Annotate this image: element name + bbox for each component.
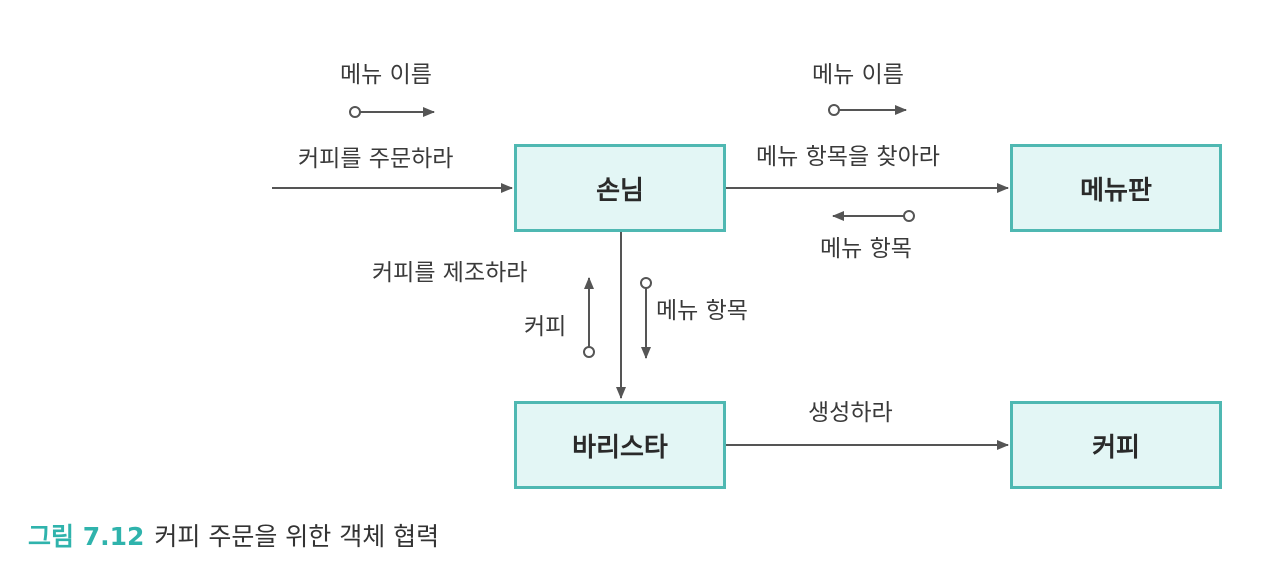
customer-box: 손님 (514, 144, 726, 232)
order-coffee-label: 커피를 주문하라 (298, 146, 454, 172)
menu-item-param-arrow (640, 277, 652, 359)
customer-label: 손님 (596, 175, 644, 206)
menu-name-param-arrow-1 (349, 106, 435, 118)
create-label: 생성하라 (808, 400, 893, 426)
figure-title: 커피 주문을 위한 객체 협력 (154, 522, 440, 551)
coffee-return-arrow (583, 277, 595, 358)
find-menu-item-label: 메뉴 항목을 찾아라 (756, 144, 940, 170)
coffee-label: 커피 (1092, 432, 1140, 463)
coffee-return-label: 커피 (524, 314, 567, 340)
menu-name-param-arrow-2 (828, 104, 907, 116)
make-coffee-label: 커피를 제조하라 (372, 260, 528, 286)
coffee-box: 커피 (1010, 401, 1222, 489)
figure-number: 그림 7.12 (28, 522, 145, 551)
menu-name-label-1: 메뉴 이름 (340, 62, 432, 88)
menu-name-label-2: 메뉴 이름 (812, 62, 904, 88)
figure-caption: 그림 7.12 커피 주문을 위한 객체 협력 (28, 524, 439, 549)
menu-item-param-label: 메뉴 항목 (656, 298, 748, 324)
menu-item-return-arrow (832, 210, 915, 222)
menu-board-box: 메뉴판 (1010, 144, 1222, 232)
menu-board-label: 메뉴판 (1080, 175, 1152, 206)
barista-box: 바리스타 (514, 401, 726, 489)
menu-item-return-label: 메뉴 항목 (820, 236, 912, 262)
barista-label: 바리스타 (572, 432, 668, 463)
